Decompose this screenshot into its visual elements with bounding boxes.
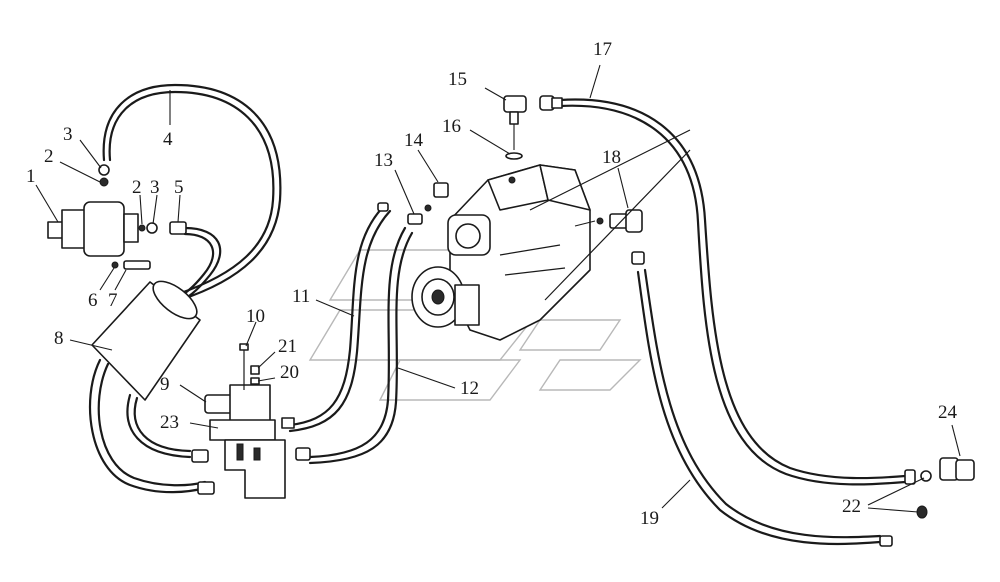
callout-15: 15	[448, 69, 467, 90]
callout-17: 17	[593, 39, 612, 60]
callout-7: 7	[108, 290, 118, 311]
hose-4	[102, 83, 282, 302]
callout-21: 21	[278, 336, 297, 357]
hose-12	[308, 226, 414, 465]
callout-23: 23	[160, 412, 179, 433]
callout-3: 3	[63, 124, 73, 145]
leader-lines	[35, 64, 961, 513]
hose-11	[288, 203, 392, 433]
assembly-lines	[529, 129, 691, 301]
callout-4: 4	[163, 129, 173, 150]
bolt-6-7	[111, 260, 151, 270]
hose-19	[636, 268, 882, 546]
callout-5: 5	[174, 177, 184, 198]
callout-2: 2	[44, 146, 54, 167]
callout-9: 9	[160, 374, 170, 395]
callout-1: 1	[26, 166, 36, 187]
callout-16: 16	[442, 116, 461, 137]
callout-3b: 3	[150, 177, 160, 198]
fittings-22-24	[879, 457, 975, 547]
callout-2b: 2	[132, 177, 142, 198]
callout-20: 20	[280, 362, 299, 383]
callouts: 1 2 3 4 2 3 5 6 7 8 9 10 21 20 23 11 12 …	[26, 39, 958, 529]
fittings-13-14	[377, 182, 449, 225]
bolts-10-20-21	[239, 343, 260, 390]
callout-13: 13	[374, 150, 393, 171]
fitting-18	[574, 209, 645, 265]
callout-6: 6	[88, 290, 98, 311]
fitting-2-3	[138, 221, 187, 235]
callout-12: 12	[460, 378, 479, 399]
callout-22: 22	[842, 496, 861, 517]
callout-14: 14	[404, 130, 424, 151]
part-1-valve	[47, 164, 139, 257]
part-9-block	[191, 384, 311, 499]
callout-24: 24	[938, 402, 958, 423]
callout-18: 18	[602, 147, 621, 168]
fitting-15-16	[503, 95, 527, 160]
fitting-17-end	[539, 95, 563, 111]
callout-10: 10	[246, 306, 265, 327]
part-8-filter	[91, 280, 201, 401]
hose-17	[558, 98, 907, 486]
hose-lower-left	[88, 358, 207, 494]
callout-11: 11	[292, 286, 310, 307]
callout-19: 19	[640, 508, 659, 529]
callout-8: 8	[54, 328, 64, 349]
